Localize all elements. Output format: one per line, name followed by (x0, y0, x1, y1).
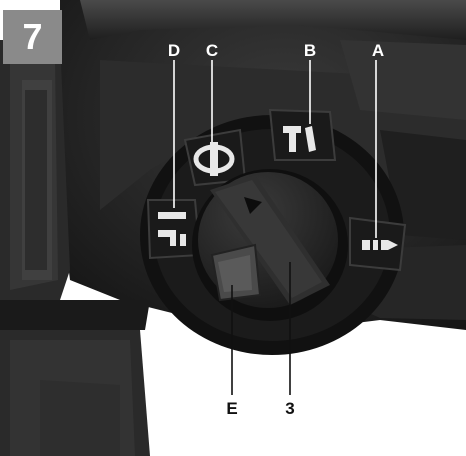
vario-lock-icon (193, 142, 235, 176)
callout-e: E (226, 399, 238, 418)
triangle-pointer-icon (244, 197, 262, 214)
mode-selector-knob[interactable] (192, 169, 348, 321)
callout-3: 3 (285, 399, 295, 418)
chisel-icon (362, 240, 398, 250)
leader-lines (173, 60, 377, 395)
callout-a: A (371, 41, 385, 60)
callout-b: B (303, 41, 317, 60)
drill-icon (158, 212, 186, 246)
callout-d: D (167, 41, 181, 60)
figure-number-badge: 7 (3, 10, 62, 64)
hammer-drill-icon (283, 126, 316, 152)
side-handle (0, 40, 150, 456)
callout-c: C (205, 41, 219, 60)
